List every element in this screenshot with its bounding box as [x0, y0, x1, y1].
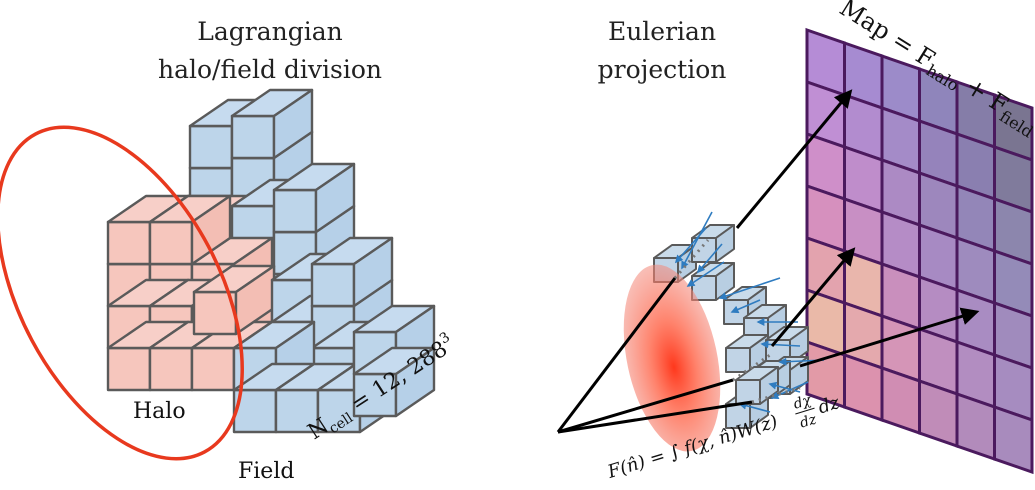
cube-icon [192, 264, 276, 336]
map-pixel [955, 391, 996, 462]
map-pixel [880, 365, 921, 436]
dotted-seg-2 [732, 353, 771, 382]
sight-line-1 [556, 277, 677, 433]
arrow-icon [738, 401, 771, 413]
projection-arrow-2 [770, 247, 856, 347]
projection-arrow-1 [735, 89, 853, 229]
integral-frac-num: dχ [792, 392, 815, 413]
fraction-bar [795, 407, 815, 415]
halo-ellipse-icon [0, 125, 244, 461]
map-pixel [843, 352, 884, 423]
cube-icon [691, 224, 735, 263]
projection-arrows [673, 89, 980, 404]
left-title-line2: halo/field division [158, 55, 382, 84]
cube-icon [310, 236, 394, 308]
projection-arrow-3 [799, 307, 980, 368]
cube-icon [352, 346, 436, 418]
dotted-seg-3 [751, 386, 801, 404]
dotted-seg-1 [673, 239, 710, 279]
observer-lines [556, 277, 753, 434]
arrow-icon [730, 299, 761, 314]
arrow-icon [674, 227, 707, 264]
right-title-line1: Eulerian [608, 17, 716, 46]
arrow-icon [760, 340, 801, 349]
map-pixel [918, 378, 959, 449]
arrow-icon [770, 381, 809, 400]
arrow-icon [696, 243, 723, 274]
arrow-icon [681, 211, 713, 270]
lagrangian-cube-stack [106, 88, 436, 434]
cube-icon [148, 194, 232, 266]
halo-label: Halo [133, 399, 186, 424]
arrow-icon [718, 277, 781, 300]
cube-icon [272, 162, 356, 234]
cube-icon [230, 88, 314, 160]
integral-frac-den: dz [798, 411, 819, 431]
map-pixel [993, 404, 1034, 475]
arrow-icon [686, 261, 725, 287]
left-title-line1: Lagrangian [197, 17, 342, 46]
sky-map-grid [805, 27, 1034, 475]
arrow-icon [768, 381, 801, 393]
sight-line-2 [557, 378, 734, 434]
sight-line-3 [557, 400, 753, 434]
right-title-line2: projection [598, 55, 727, 84]
field-label: Field [238, 459, 294, 484]
